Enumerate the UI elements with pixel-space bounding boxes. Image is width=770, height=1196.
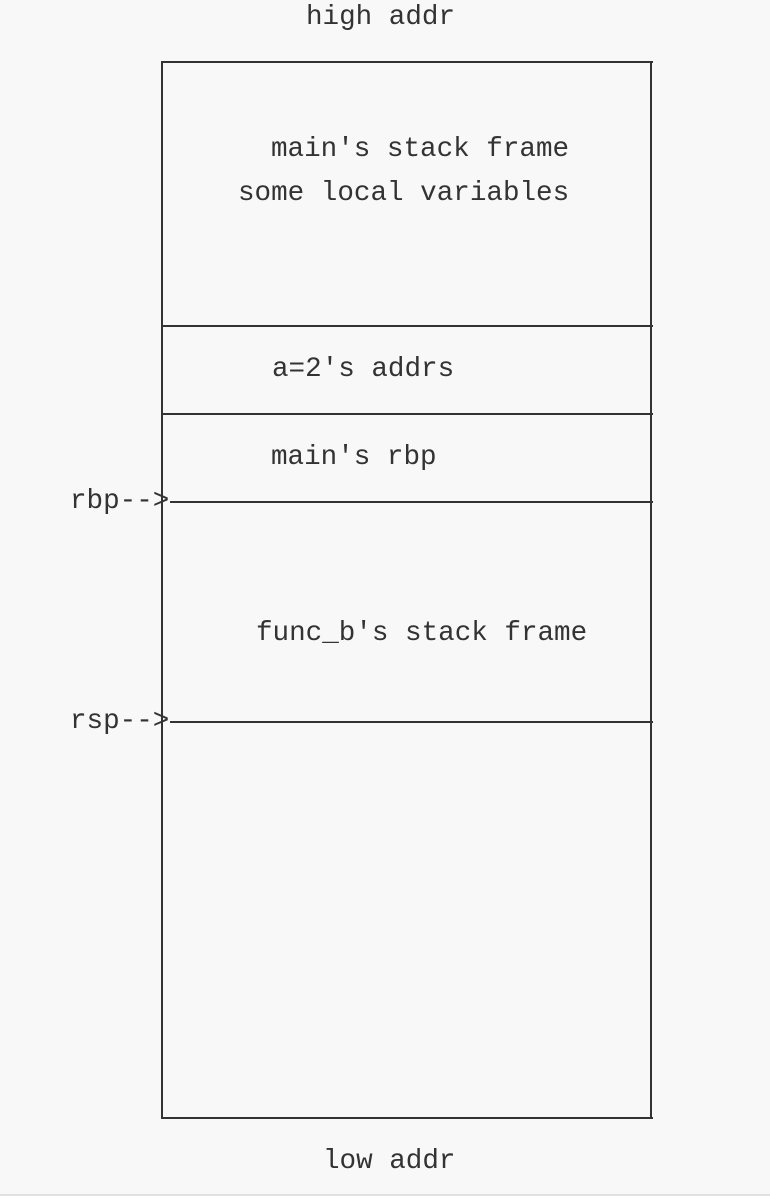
stack-top-border (162, 61, 653, 63)
rbp-pointer-label: rbp--> (70, 486, 170, 517)
rbp-line (170, 501, 653, 503)
divider-main-frame (162, 325, 653, 327)
rsp-pointer-label: rsp--> (70, 706, 170, 737)
main-locals-label: some local variables (238, 178, 570, 209)
rsp-line (170, 721, 653, 723)
stack-right-border (650, 61, 652, 1119)
high-addr-label: high addr (306, 2, 456, 33)
divider-a-addr (162, 413, 653, 415)
main-rbp-label: main's rbp (271, 442, 437, 473)
main-frame-label: main's stack frame (271, 134, 570, 165)
func-b-frame-label: func_b's stack frame (256, 618, 588, 649)
a-addr-label: a=2's addrs (272, 354, 455, 385)
stack-bottom-border (162, 1117, 653, 1119)
low-addr-label: low addr (323, 1146, 456, 1177)
block-bottom-edge (0, 1194, 770, 1196)
stack-left-border (161, 61, 163, 1119)
